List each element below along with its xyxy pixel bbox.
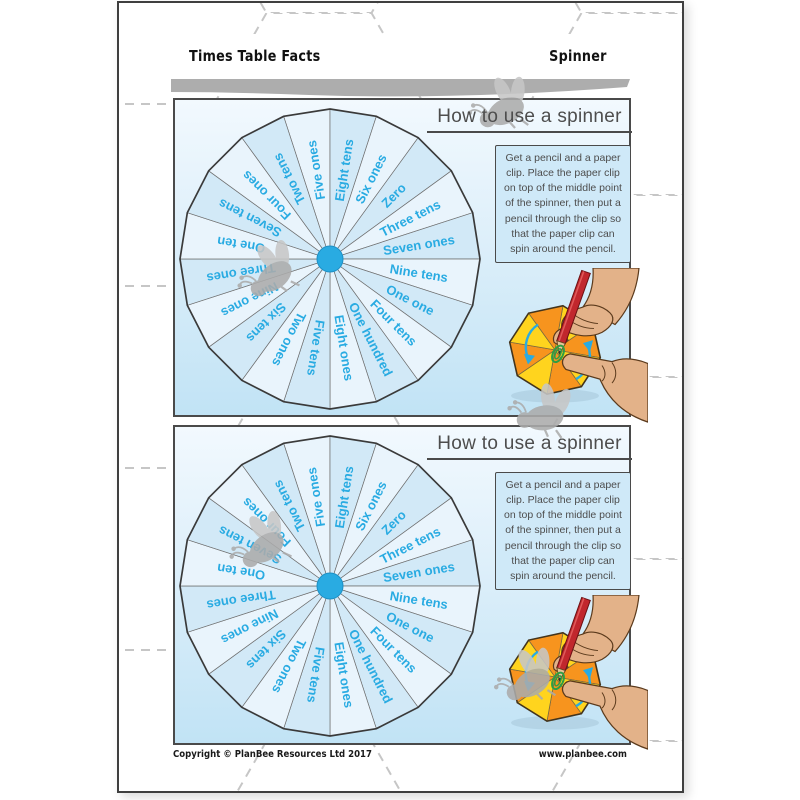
- pencil: [556, 269, 591, 356]
- pointing-hand: [561, 680, 648, 750]
- instruction-text: Get a pencil and a paper clip. Place the…: [504, 478, 622, 583]
- header-band: [171, 34, 630, 80]
- spinner-outline: [179, 435, 481, 737]
- spinner-demo-illustration: [508, 268, 648, 423]
- spinner-demo-illustration: [508, 595, 648, 750]
- copyright-text: Copyright © PlanBee Resources Ltd 2017: [173, 749, 372, 760]
- instruction-text: Get a pencil and a paper clip. Place the…: [504, 151, 622, 256]
- shadow: [511, 715, 599, 730]
- panel-title: How to use a spinner: [427, 106, 632, 133]
- header-title-right: Spinner: [549, 47, 607, 65]
- panel-title: How to use a spinner: [427, 433, 632, 460]
- spinner-outline: [179, 108, 481, 410]
- website-text: www.planbee.com: [538, 749, 627, 760]
- spin-arrows: [524, 323, 593, 381]
- header-title-left: Times Table Facts: [189, 47, 321, 65]
- instruction-box: Get a pencil and a paper clip. Place the…: [495, 472, 631, 590]
- spinner-center-dot: [316, 572, 344, 600]
- paper-clip: [551, 344, 565, 364]
- instruction-box: Get a pencil and a paper clip. Place the…: [495, 145, 631, 263]
- spinner-center-dot: [316, 245, 344, 273]
- pointing-hand: [561, 353, 648, 423]
